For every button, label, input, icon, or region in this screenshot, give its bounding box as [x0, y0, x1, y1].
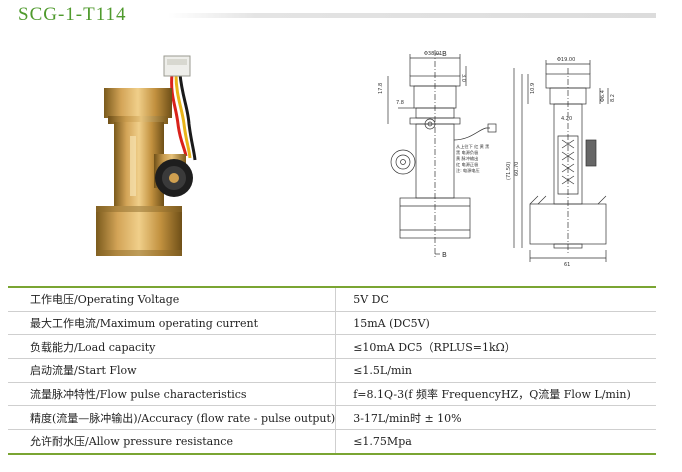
table-row: 最大工作电流/Maximum operating current 15mA (D…: [8, 311, 656, 336]
table-row: 工作电压/Operating Voltage 5V DC: [8, 285, 656, 312]
spec-label: 最大工作电流/Maximum operating current: [8, 311, 337, 336]
table-row: 负载能力/Load capacity ≤10mA DC5（RPLUS=1kΩ）: [8, 334, 656, 360]
dim-cap-height: 3.0: [460, 74, 466, 82]
section-mark-top: B: [442, 50, 447, 58]
title-bar: SCG-1-T114: [0, 0, 682, 34]
technical-drawing: Φ38.01 3.0 17.8 7.8 Φ19.00 10.9 8.2 Φ6.4…: [378, 50, 616, 268]
dim-port-diameter: Φ6.4: [600, 90, 606, 102]
spec-value: ≤1.5L/min: [335, 358, 656, 383]
dim-total-length: (71.50): [506, 162, 512, 180]
wire-note-line: 黄 脉冲输出: [456, 155, 478, 162]
wire-note-line: 从上往下 红 黄 黑: [456, 143, 489, 150]
dim-neck: 7.8: [396, 100, 404, 106]
table-row: 允许耐水压/Allow pressure resistance ≤1.75Mpa: [8, 429, 656, 455]
spec-value: 3-17L/min时 ± 10%: [335, 405, 656, 431]
table-row: 流量脉冲特性/Flow pulse characteristics f=8.1Q…: [8, 382, 656, 407]
product-title: SCG-1-T114: [18, 4, 127, 25]
wire-note-line: 黑 电源负极: [456, 149, 479, 156]
spec-value: 5V DC: [335, 285, 656, 312]
spec-value: ≤10mA DC5（RPLUS=1kΩ）: [335, 334, 656, 360]
spec-value: ≤1.75Mpa: [335, 429, 656, 455]
dim-top-section: 10.9: [530, 83, 536, 94]
wire-note-line: 注: 电源电压: [456, 167, 480, 174]
section-mark-bottom: B: [442, 251, 447, 259]
spec-label: 启动流量/Start Flow: [8, 358, 337, 383]
spec-value: f=8.1Q-3(f 频率 FrequencyHZ，Q流量 Flow L/min…: [335, 382, 656, 407]
spec-label: 负载能力/Load capacity: [8, 334, 337, 360]
dim-head-height: 17.8: [378, 83, 384, 94]
dim-inner-diameter: Φ19.00: [557, 57, 575, 63]
dim-nut-width: 61: [564, 262, 570, 268]
title-rule: [168, 13, 656, 18]
wire-note-line: 红 电源正极: [456, 161, 479, 168]
spec-label: 工作电压/Operating Voltage: [8, 285, 337, 312]
spec-table: 工作电压/Operating Voltage 5V DC 最大工作电流/Maxi…: [8, 285, 656, 455]
table-row: 启动流量/Start Flow ≤1.5L/min: [8, 358, 656, 383]
dim-bore: 4.20: [561, 116, 572, 122]
product-photo: [96, 55, 197, 256]
spec-label: 精度(流量—脉冲输出)/Accuracy (flow rate - pulse …: [8, 405, 337, 431]
dim-port-depth: 8.2: [610, 94, 616, 102]
spec-value: 15mA (DC5V): [335, 311, 656, 336]
spec-label: 流量脉冲特性/Flow pulse characteristics: [8, 382, 337, 407]
table-row: 精度(流量—脉冲输出)/Accuracy (flow rate - pulse …: [8, 405, 656, 431]
dim-overall-diameter: Φ38.01: [424, 51, 442, 57]
dim-body-length: 60.70: [514, 162, 520, 176]
spec-label: 允许耐水压/Allow pressure resistance: [8, 429, 337, 455]
